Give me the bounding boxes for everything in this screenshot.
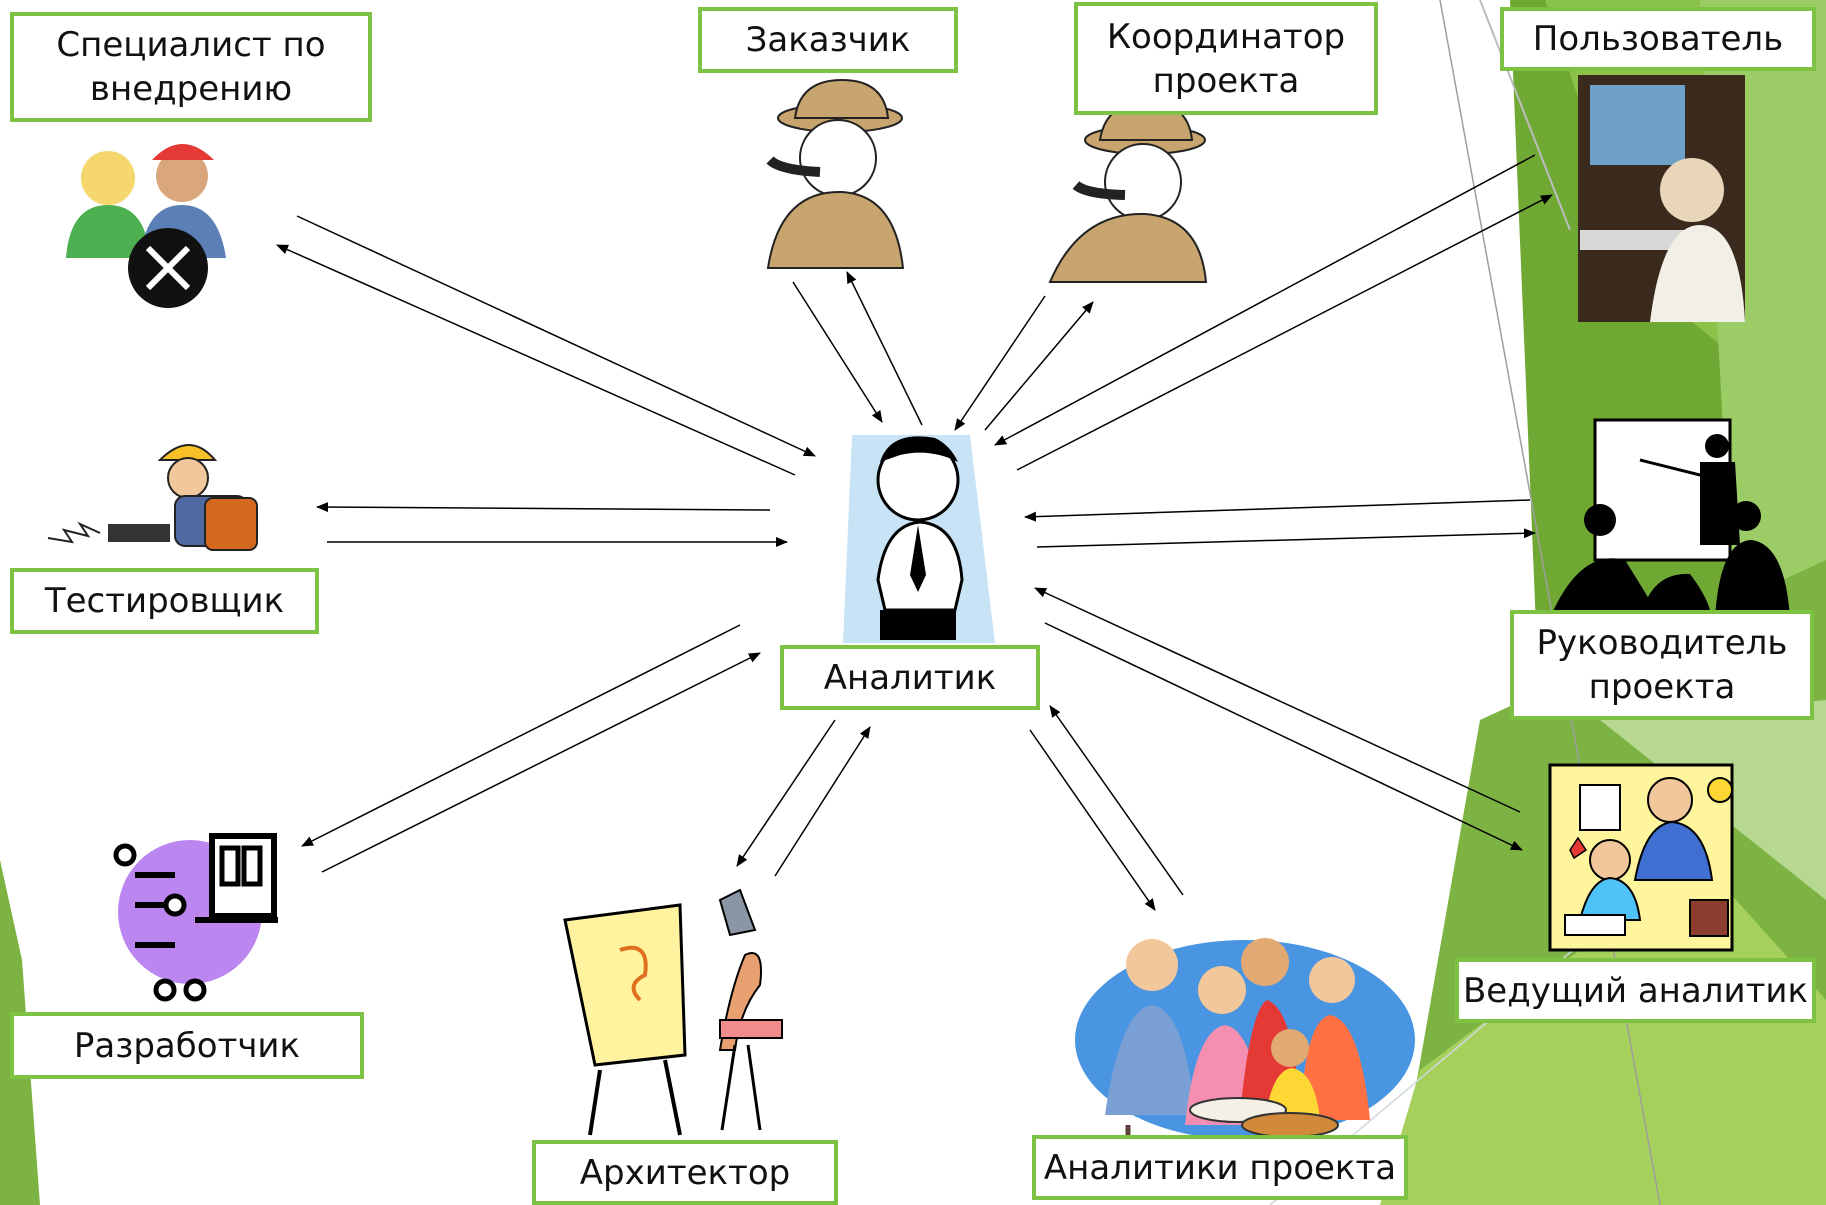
arrow-coordinator-to-analyst (954, 295, 1046, 431)
businessman-pipe-icon (1048, 100, 1208, 283)
arrow-architect-to-analyst (774, 726, 871, 877)
teacher-students-icon (1548, 763, 1734, 952)
arrow-analyst-to-user (1016, 194, 1553, 471)
arrow-analyst-to-lead (1044, 622, 1523, 851)
label-project-analysts: Аналитики проекта (1032, 1135, 1408, 1200)
presentation-meeting-icon (1550, 418, 1790, 620)
arrow-project-analysts-to-analyst (1049, 705, 1184, 896)
artist-easel-icon (563, 888, 783, 1136)
arrow-analyst-to-developer (301, 624, 741, 847)
label-developer: Разработчик (10, 1012, 364, 1079)
label-architect: Архитектор (532, 1140, 838, 1205)
arrow-lead-to-analyst (1034, 587, 1521, 813)
family-group-icon (1075, 938, 1415, 1178)
arrow-analyst-to-architect (736, 719, 836, 867)
child-computer-photo-icon (1578, 75, 1745, 322)
label-project-coordinator: Координатор проекта (1074, 2, 1378, 115)
businessman-pipe-icon (766, 78, 905, 269)
arrow-analyst-to-coordinator (984, 301, 1094, 431)
label-analyst: Аналитик (780, 645, 1040, 710)
label-implementation-specialist: Специалист по внедрению (10, 12, 372, 122)
arrow-analyst-to-project-analysts (1029, 729, 1156, 911)
arrow-specialist-to-analyst (296, 215, 816, 457)
arrow-customer-to-analyst (792, 281, 883, 423)
label-tester: Тестировщик (10, 568, 319, 634)
arrow-analyst-to-specialist (276, 244, 796, 476)
cartoon-analyst-icon (843, 435, 995, 643)
arrow-user-to-analyst (994, 154, 1536, 446)
label-customer: Заказчик (698, 7, 958, 73)
construction-worker-drill-icon (47, 444, 258, 551)
developer-computer-icon (113, 833, 278, 1002)
arrow-developer-to-analyst (321, 652, 761, 873)
arrow-manager-to-analyst (1024, 499, 1531, 522)
support-people-icon (66, 144, 226, 308)
arrow-analyst-to-manager (1036, 528, 1536, 548)
label-user: Пользователь (1500, 7, 1816, 71)
label-lead-analyst: Ведущий аналитик (1455, 958, 1816, 1023)
label-project-manager: Руководитель проекта (1510, 610, 1814, 720)
arrow-analyst-to-tester (316, 502, 771, 513)
arrow-analyst-to-customer (846, 271, 923, 426)
